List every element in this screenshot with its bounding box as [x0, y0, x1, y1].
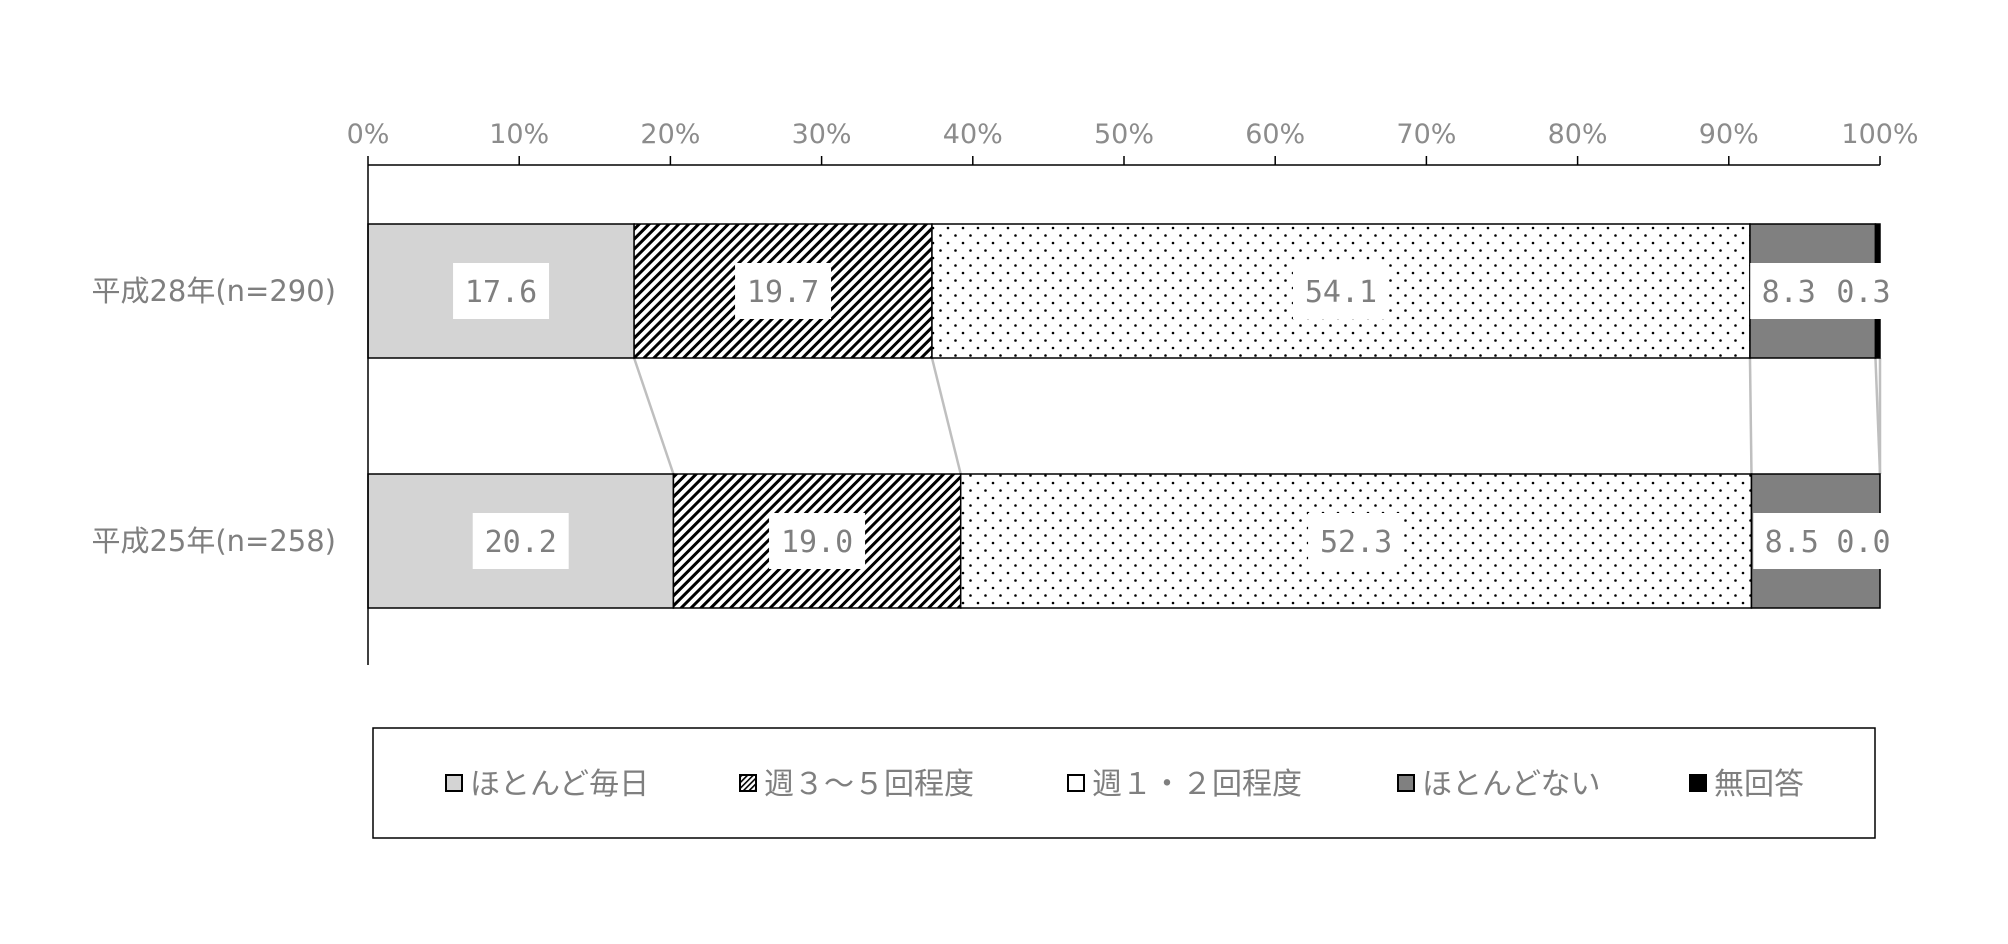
data-label: 54.1 — [1305, 275, 1377, 310]
data-label-box — [1825, 263, 1902, 319]
x-tick-label: 70% — [1396, 119, 1456, 150]
data-label: 0.0 — [1836, 525, 1890, 560]
x-tick-label: 60% — [1245, 119, 1305, 150]
data-label-box — [1825, 513, 1902, 569]
x-tick-label: 100% — [1841, 119, 1918, 150]
legend-swatch — [445, 774, 463, 792]
series-line — [1748, 357, 1753, 475]
legend-swatch — [1067, 774, 1085, 792]
data-label-box — [1750, 263, 1828, 319]
data-label: 8.5 — [1765, 525, 1819, 560]
data-label-box — [769, 513, 866, 569]
data-label-box — [735, 263, 832, 319]
x-tick-label: 20% — [640, 119, 700, 150]
data-label: 0.3 — [1836, 275, 1890, 310]
data-label-box — [453, 263, 550, 319]
category-label: 平成28年(n=290) — [91, 274, 336, 308]
legend-box — [372, 727, 1876, 839]
x-tick-label: 40% — [943, 119, 1003, 150]
data-label: 20.2 — [485, 525, 557, 560]
legend-swatch — [739, 774, 757, 792]
legend-label: ほとんどない — [1422, 767, 1601, 802]
x-tick-label: 30% — [792, 119, 852, 150]
x-tick-label: 0% — [347, 119, 390, 150]
legend-label: 無回答 — [1714, 767, 1804, 802]
data-label-box — [1292, 263, 1389, 319]
legend-swatch — [1689, 774, 1707, 792]
data-label: 52.3 — [1320, 525, 1392, 560]
data-label-box — [1308, 513, 1405, 569]
legend-swatch — [1397, 774, 1415, 792]
x-tick-label: 90% — [1699, 119, 1759, 150]
series-line — [632, 357, 675, 475]
data-label: 19.7 — [747, 275, 819, 310]
data-label: 17.6 — [465, 275, 537, 310]
legend-label: ほとんど毎日 — [470, 767, 649, 802]
data-label: 19.0 — [781, 525, 853, 560]
legend-label: 週１・２回程度 — [1092, 767, 1302, 802]
series-lines — [632, 357, 1882, 475]
legend: ほとんど毎日 週３～５回程度 週１・２回程度 ほとんどない 無回答 — [372, 727, 1876, 839]
axes: 平成28年(n=290) 平成25年(n=258) 0% 10% 20% 30% 40% 50… — [91, 119, 1919, 665]
data-labels: 17.6 19.7 54.1 8.3 0.3 20.2 19.0 52.3 8.5 0.0 — [453, 263, 1902, 569]
x-tick-label: 10% — [489, 119, 549, 150]
legend-label: 週３～５回程度 — [764, 767, 974, 802]
data-label-box — [1753, 513, 1831, 569]
series-line — [930, 357, 962, 475]
data-label: 8.3 — [1762, 275, 1816, 310]
category-label: 平成25年(n=258) — [91, 524, 336, 558]
x-tick-label: 50% — [1094, 119, 1154, 150]
x-tick-label: 80% — [1548, 119, 1608, 150]
bars — [367, 223, 1881, 609]
data-label-box — [472, 513, 569, 569]
